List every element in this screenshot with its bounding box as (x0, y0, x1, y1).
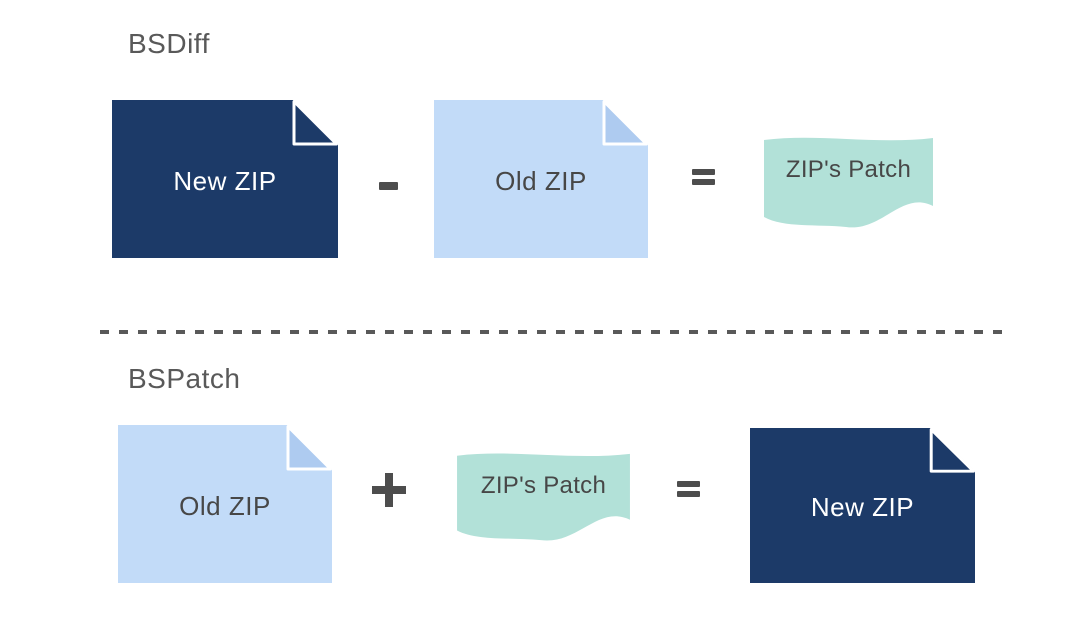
wave-body (764, 137, 933, 228)
bsdiff-section-title: BSDiff (128, 28, 210, 59)
bsdiff-zips-patch-wave: ZIP's Patch (762, 132, 935, 232)
minus-icon (379, 182, 398, 190)
equals-icon (677, 481, 700, 497)
document-label: Old ZIP (179, 491, 271, 521)
wave-document-icon (764, 137, 933, 228)
wave-document-icon (457, 453, 630, 541)
plus-icon (372, 473, 406, 507)
document-with-folded-corner-icon (434, 100, 648, 258)
wave-label: ZIP's Patch (785, 156, 912, 183)
plus-vertical-bar (385, 473, 393, 507)
document-fold (286, 425, 332, 471)
document-fold (292, 100, 338, 146)
bsdiff-new-zip-document: New ZIP (112, 100, 338, 258)
document-label: Old ZIP (495, 166, 587, 196)
document-body (434, 100, 648, 258)
wave-body (457, 453, 630, 541)
document-body (750, 428, 975, 583)
document-with-folded-corner-icon (112, 100, 338, 258)
bspatch-new-zip-document: New ZIP (750, 428, 975, 583)
equals-bar (677, 491, 700, 497)
dashed-divider (100, 330, 1010, 334)
document-with-folded-corner-icon (750, 428, 975, 583)
document-fold (929, 428, 975, 473)
bsdiff-old-zip-document: Old ZIP (434, 100, 648, 258)
bspatch-old-zip-document: Old ZIP (118, 425, 332, 583)
document-label: New ZIP (810, 492, 915, 522)
document-with-folded-corner-icon (118, 425, 332, 583)
document-body (118, 425, 332, 583)
equals-bar (692, 169, 715, 175)
document-fold (602, 100, 648, 146)
bspatch-section-title: BSPatch (128, 363, 241, 394)
equals-icon (692, 169, 715, 185)
wave-label: ZIP's Patch (480, 472, 607, 499)
equals-bar (677, 481, 700, 487)
document-label: New ZIP (173, 166, 277, 196)
document-body (112, 100, 338, 258)
bspatch-zips-patch-wave: ZIP's Patch (455, 448, 632, 545)
equals-bar (692, 179, 715, 185)
